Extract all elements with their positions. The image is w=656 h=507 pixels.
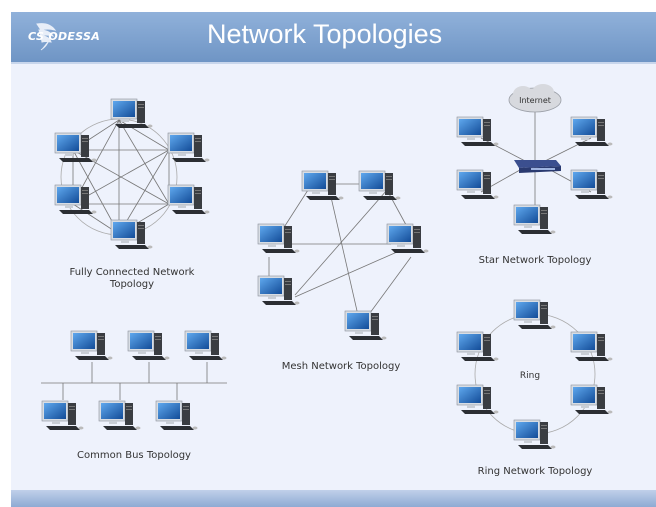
fc-label-line1: Fully Connected Network <box>70 267 195 278</box>
page-title: Network Topologies <box>207 19 443 49</box>
cs-odessa-logo-icon <box>36 23 57 51</box>
header-banner: CS ODESSA Network Topologies <box>11 12 656 64</box>
computer-icon <box>41 400 84 431</box>
computer-icon <box>70 330 113 361</box>
computer-icon <box>358 170 401 201</box>
computer-icon <box>570 384 613 415</box>
bus-label: Common Bus Topology <box>77 450 191 461</box>
slide: CS ODESSA Network Topologies <box>11 12 656 507</box>
computer-icon <box>456 116 499 147</box>
bus-topology: Common Bus Topology <box>41 330 227 461</box>
computer-icon <box>570 169 613 200</box>
computer-icon <box>456 169 499 200</box>
computer-icon <box>110 219 153 250</box>
computer-icon <box>456 384 499 415</box>
computer-icon <box>167 132 210 163</box>
computer-icon <box>257 275 300 306</box>
cloud-label: Internet <box>519 96 551 105</box>
mesh-label: Mesh Network Topology <box>282 361 401 372</box>
computer-icon <box>386 223 429 254</box>
computer-icon <box>513 419 556 450</box>
computer-icon <box>127 330 170 361</box>
bus-links <box>41 362 227 400</box>
computer-icon <box>570 331 613 362</box>
computer-icon <box>167 184 210 215</box>
computer-icon <box>54 132 97 163</box>
ring-topology: Ring Ring Network Topology <box>456 299 613 477</box>
computer-icon <box>344 310 387 341</box>
footer-banner <box>11 490 656 507</box>
computer-icon <box>155 400 198 431</box>
ring-center-label: Ring <box>520 371 540 381</box>
logo-text: CS ODESSA <box>28 30 101 43</box>
computer-icon <box>54 184 97 215</box>
star-topology: Internet Star Network Topology <box>456 84 613 266</box>
computer-icon <box>513 204 556 235</box>
internet-cloud-icon: Internet <box>508 84 562 113</box>
computer-icon <box>301 170 344 201</box>
ring-label: Ring Network Topology <box>478 466 593 477</box>
topology-diagram: Fully Connected Network Topology Me <box>41 84 613 477</box>
computer-icon <box>184 330 227 361</box>
switch-icon <box>514 160 561 173</box>
star-label: Star Network Topology <box>479 255 592 266</box>
mesh-topology: Mesh Network Topology <box>257 170 429 372</box>
computer-icon <box>513 299 556 330</box>
fully-connected-topology: Fully Connected Network Topology <box>54 98 210 290</box>
computer-icon <box>257 223 300 254</box>
computer-icon <box>570 116 613 147</box>
fc-label-line2: Topology <box>109 279 154 290</box>
computer-icon <box>98 400 141 431</box>
